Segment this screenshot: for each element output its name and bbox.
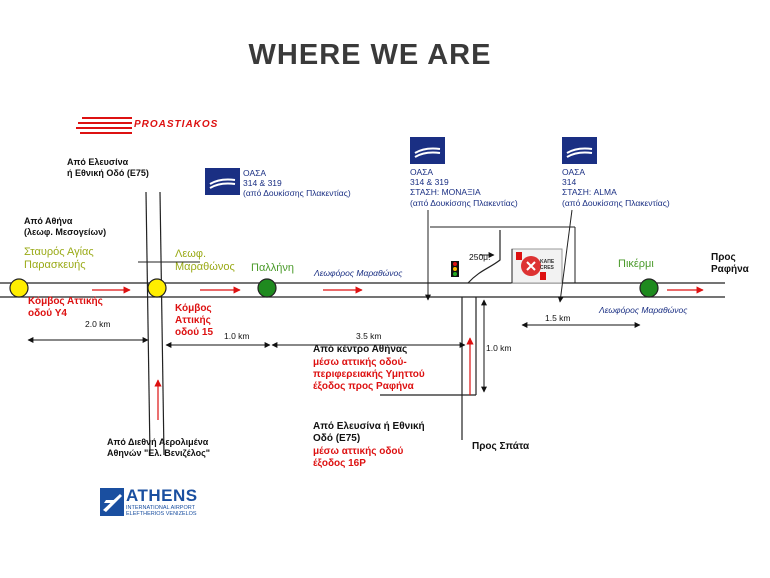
label-stavros: Σταυρός Αγίας Παρασκευής [24,246,94,272]
distance-250m: 250μ. [469,252,491,262]
oasa-logo-1 [205,168,240,195]
airport-name: ATHENS [126,486,198,505]
airport-line1: INTERNATIONAL AIRPORT [126,505,195,511]
label-from-elefsina: Από Ελευσίνα ή Εθνική Οδό (Ε75) [67,157,149,178]
label-from-athens: Από Αθήνα (λεωφ. Μεσογείων) [24,216,107,237]
label-from-elefsina-2: Από Ελευσίνα ή Εθνική Οδό (Ε75) [313,421,425,444]
proastiakos-logo: PROASTIAKOS [134,119,219,130]
label-leof-marathonos: Λεωφ. Μαραθώνος [175,248,235,274]
node-stavros [9,278,29,298]
node-y4 [147,278,167,298]
oasa-swoosh-icon [566,147,593,158]
label-pallini: Παλλήνη [251,262,295,274]
distance-1-5km: 1.5 km [545,313,571,323]
node-pikermi [639,278,659,298]
oasa-logo-3 [562,137,597,164]
oasa-text-1: ΟΑΣΑ 314 & 319 (από Δουκίσσης Πλακεντίας… [243,168,351,199]
distance-vertical-1km: 1.0 km [486,343,512,353]
label-pros-rafina: Προς Ραφήνα [711,252,749,275]
distance-1km: 1.0 km [224,331,250,341]
label-kombos-15: Κόμβος Αττικής οδού 15 [175,303,214,338]
junction-nodes [9,278,659,298]
oasa-swoosh-icon [414,147,441,158]
label-leoforos-marathonos-2: Λεωφόρος Μαραθώνος [599,305,688,315]
oasa-swoosh-icon [209,178,236,189]
label-kombos-y4: Κόμβος Αττικής οδού Υ4 [28,296,103,319]
distance-3-5km: 3.5 km [356,331,382,341]
kape-area [380,226,576,440]
label-pros-spata: Προς Σπάτα [472,441,530,452]
attiki-odos-vertical [138,191,200,456]
label-pikermi: Πικέρμι [618,258,654,270]
distance-2km: 2.0 km [85,319,111,329]
oasa-text-3: ΟΑΣΑ 314 ΣΤΑΣΗ: ALMA (από Δουκίσσης Πλακ… [562,167,670,208]
proastiakos-streaks [76,117,132,134]
distance-arrows [27,299,641,393]
oasa-logo-2 [410,137,445,164]
label-from-airport: Από Διεθνή Αερολιμένα Αθηνών "Ελ. Βενιζέ… [107,437,211,458]
node-pallini [257,278,277,298]
athens-airport-logo: ATHENS INTERNATIONAL AIRPORT ELEFTHERIOS… [100,486,210,518]
airport-plane-icon [100,488,124,516]
label-kape: ΚΑΠΕ CRES [540,259,555,271]
page-title: WHERE WE ARE [248,39,492,71]
label-via-attiki: μέσω αττικής οδού- περιφερειακής Υμηττού… [313,357,425,392]
main-road [0,282,725,298]
label-from-center: Από κέντρο Αθήνας [313,344,408,355]
oasa-text-2: ΟΑΣΑ 314 & 319 ΣΤΑΣΗ: ΜΟΝΑΞΙΑ (από Δουκί… [410,167,518,208]
bus-stop-arrows [425,209,573,303]
red-direction-arrows [92,286,704,420]
label-leoforos-marathonos-1: Λεωφόρος Μαραθώνος [314,268,403,278]
airport-line2: ELEFTHERIOS VENIZELOS [126,511,197,517]
label-via-16p: μέσω αττικής οδού έξοδος 16Ρ [313,446,404,469]
